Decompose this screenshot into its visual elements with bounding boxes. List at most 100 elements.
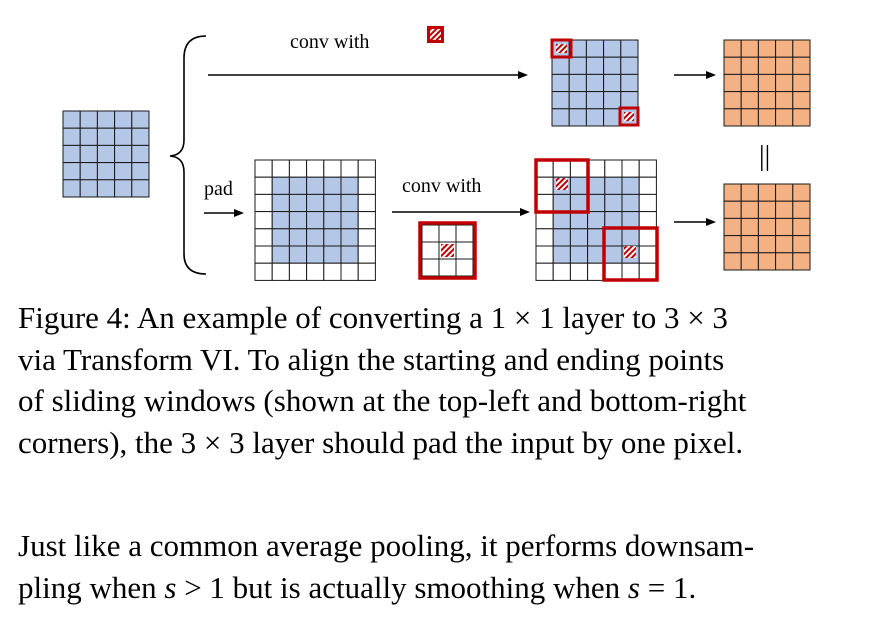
body-paragraph: Just like a common average pooling, it p… bbox=[18, 525, 868, 608]
grid-cell bbox=[551, 56, 570, 75]
grid-cell bbox=[775, 108, 794, 127]
grid-cell bbox=[254, 245, 273, 264]
grid-cell bbox=[288, 159, 308, 178]
grid-cell bbox=[114, 144, 133, 164]
bottom-right-arrow-head bbox=[706, 218, 716, 226]
grid-cell bbox=[585, 39, 605, 58]
grid-cell bbox=[535, 159, 554, 178]
grid-cell bbox=[114, 179, 133, 198]
grid-cell bbox=[62, 144, 81, 164]
grid-cell bbox=[306, 228, 325, 247]
grid-cell bbox=[254, 193, 273, 213]
bottom-window-topleft bbox=[534, 158, 590, 214]
grid-cell bbox=[62, 127, 81, 146]
grid-cell bbox=[96, 110, 116, 129]
grid-cell bbox=[603, 39, 622, 58]
grid-cell bbox=[421, 241, 440, 260]
grid-cell bbox=[620, 91, 639, 110]
grid-cell bbox=[585, 108, 605, 127]
caption-label: Figure 4: bbox=[18, 300, 131, 335]
grid-cell bbox=[723, 56, 742, 75]
grid-cell bbox=[621, 228, 640, 247]
grid-cell bbox=[551, 108, 570, 127]
bottom-conv-grid bbox=[535, 159, 657, 281]
grid-cell bbox=[569, 245, 589, 264]
grid-cell bbox=[740, 91, 759, 110]
figure-caption: Figure 4: An example of converting a 1 ×… bbox=[18, 297, 868, 463]
grid-cell bbox=[552, 245, 571, 264]
grid-cell bbox=[792, 73, 811, 93]
grid-cell bbox=[340, 228, 359, 247]
grid-cell bbox=[79, 179, 98, 198]
grid-cell bbox=[438, 258, 457, 277]
grid-cell bbox=[535, 211, 554, 230]
grid-cell bbox=[792, 200, 811, 219]
grid-cell bbox=[271, 228, 290, 247]
grid-cell bbox=[723, 252, 742, 271]
top-window-topleft bbox=[550, 38, 573, 59]
grid-cell bbox=[569, 176, 589, 195]
top-right-arrow-head bbox=[706, 71, 716, 79]
grid-cell bbox=[775, 91, 794, 110]
grid-cell bbox=[604, 159, 623, 178]
grid-cell bbox=[323, 176, 342, 195]
grid-cell bbox=[551, 73, 570, 93]
grid-cell bbox=[96, 144, 116, 164]
grid-cell bbox=[568, 73, 587, 93]
grid-cell bbox=[604, 211, 623, 230]
grid-cell bbox=[323, 211, 342, 230]
grid-cell bbox=[340, 262, 359, 281]
grid-cell bbox=[587, 159, 606, 178]
grid-cell bbox=[79, 127, 98, 146]
grid-cell bbox=[792, 91, 811, 110]
grid-cell bbox=[603, 108, 622, 127]
grid-cell bbox=[587, 262, 606, 281]
kernel-center bbox=[441, 244, 454, 257]
grid-cell bbox=[757, 217, 777, 237]
caption-line-4: corners), the 3 × 3 layer should pad the… bbox=[18, 424, 744, 460]
grid-cell bbox=[757, 56, 777, 75]
grid-cell bbox=[604, 245, 623, 264]
grid-cell bbox=[357, 262, 376, 281]
grid-cell bbox=[288, 211, 308, 230]
grid-cell bbox=[620, 73, 639, 93]
grid-cell bbox=[357, 176, 376, 195]
grid-cell bbox=[723, 91, 742, 110]
grid-cell bbox=[96, 162, 116, 181]
grid-cell bbox=[340, 159, 359, 178]
top-conv-label: conv with bbox=[290, 31, 369, 53]
grid-cell bbox=[585, 73, 605, 93]
grid-cell bbox=[306, 159, 325, 178]
grid-cell bbox=[421, 224, 440, 243]
grid-cell bbox=[757, 183, 777, 202]
grid-cell bbox=[587, 228, 606, 247]
grid-cell bbox=[638, 245, 657, 264]
grid-cell bbox=[271, 193, 290, 213]
grid-cell bbox=[585, 91, 605, 110]
top-kernel-1x1 bbox=[427, 26, 444, 43]
grid-cell bbox=[587, 245, 606, 264]
grid-cell bbox=[340, 245, 359, 264]
grid-cell bbox=[621, 262, 640, 281]
grid-cell bbox=[535, 193, 554, 213]
grid-cell bbox=[535, 245, 554, 264]
grid-cell bbox=[535, 228, 554, 247]
grid-cell bbox=[757, 108, 777, 127]
grid-cell bbox=[551, 91, 570, 110]
grid-cell bbox=[131, 162, 150, 181]
grid-cell bbox=[723, 108, 742, 127]
grid-cell bbox=[271, 176, 290, 195]
grid-cell bbox=[114, 127, 133, 146]
grid-cell bbox=[569, 211, 589, 230]
grid-cell bbox=[621, 193, 640, 213]
grid-cell bbox=[638, 228, 657, 247]
grid-cell bbox=[306, 262, 325, 281]
grid-cell bbox=[638, 193, 657, 213]
grid-cell bbox=[757, 252, 777, 271]
grid-cell bbox=[604, 193, 623, 213]
grid-cell bbox=[552, 262, 571, 281]
grid-cell bbox=[306, 176, 325, 195]
grid-cell bbox=[271, 211, 290, 230]
grid-cell bbox=[603, 91, 622, 110]
grid-cell bbox=[340, 211, 359, 230]
